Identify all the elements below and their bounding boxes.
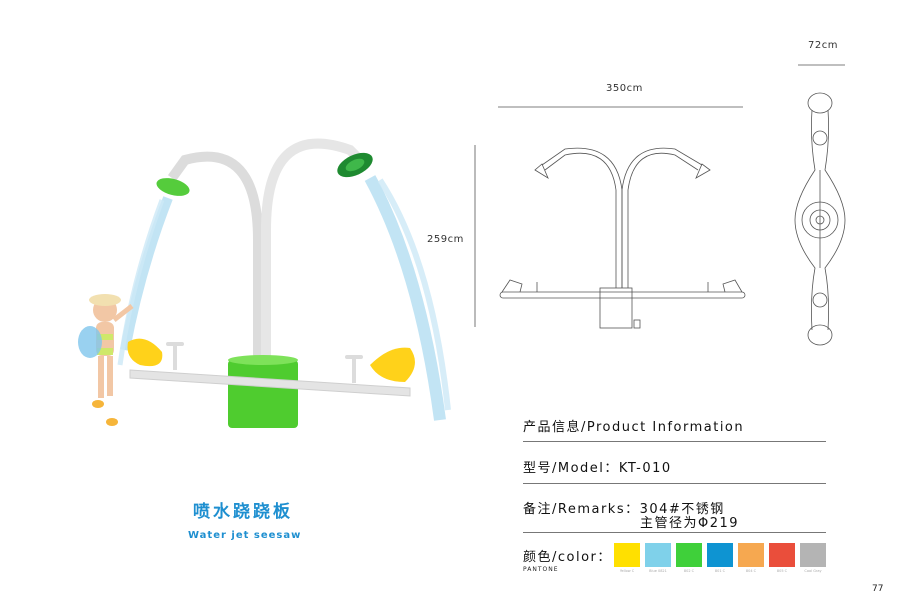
divider [523, 483, 826, 484]
width-dimension-label: 350cm [606, 83, 643, 94]
color-swatch [645, 543, 671, 567]
swatch-code: Blue 0821 [649, 569, 667, 573]
color-swatch [800, 543, 826, 567]
product-name-en: Water jet seesaw [188, 530, 302, 541]
swatch-code: 802 C [683, 569, 695, 573]
color-swatch [769, 543, 795, 567]
remarks-text: 备注/Remarks：304#不锈钢 [523, 502, 725, 517]
info-heading: 产品信息/Product Information [523, 420, 745, 435]
swatch-code: 801 C [714, 569, 726, 573]
seesaw-illustration [78, 138, 451, 428]
color-swatch [707, 543, 733, 567]
depth-dimension-label: 72cm [808, 40, 838, 51]
pantone-label: PANTONE [523, 566, 559, 573]
swatch-code: Cool Gray [804, 569, 822, 573]
swatch-code: 805 C [776, 569, 788, 573]
color-swatch [738, 543, 764, 567]
color-swatch [676, 543, 702, 567]
swatch-code: Yellow C [619, 569, 635, 573]
color-label: 颜色/color： [523, 550, 612, 565]
product-name-cn: 喷水跷跷板 [193, 502, 293, 522]
height-dimension-label: 259cm [427, 234, 464, 245]
model-text: 型号/Model：KT-010 [523, 461, 672, 476]
remarks-text-line2: 主管径为Φ219 [640, 516, 740, 531]
divider [523, 441, 826, 442]
divider [523, 532, 826, 533]
page-number: 77 [872, 584, 884, 594]
swatch-code: 804 C [745, 569, 757, 573]
color-swatch [614, 543, 640, 567]
technical-drawing [474, 64, 846, 346]
